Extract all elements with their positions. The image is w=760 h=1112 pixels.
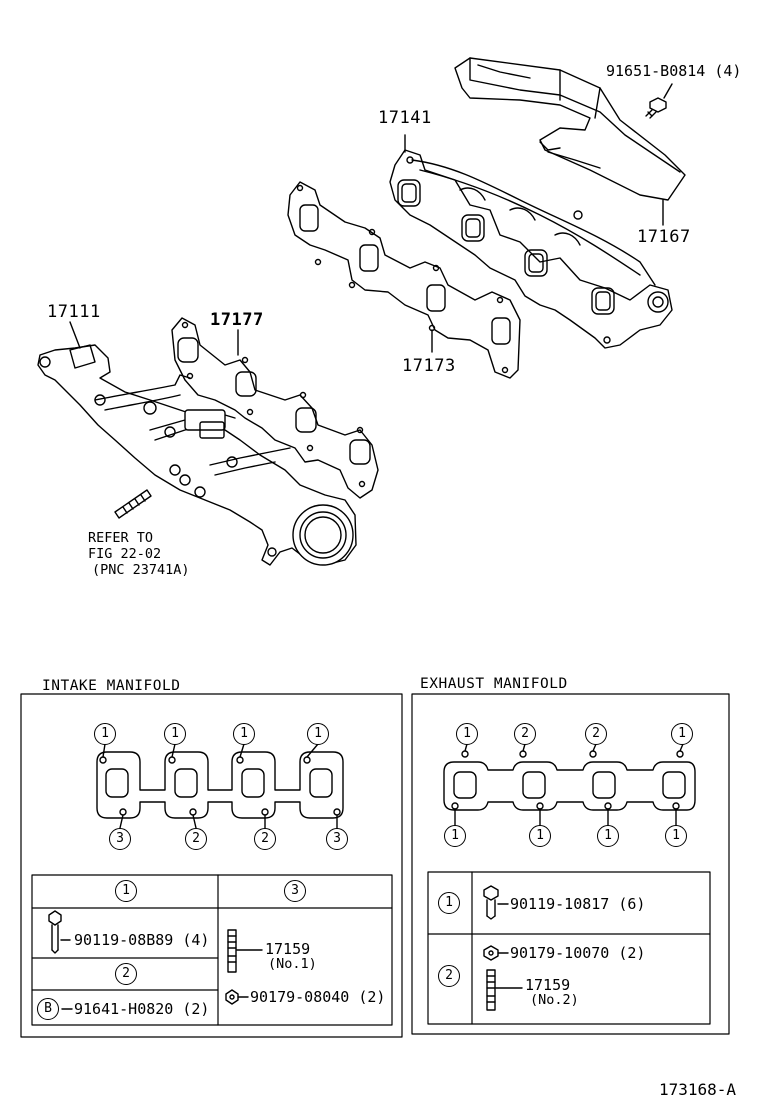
figure-id: 173168-A [658,1080,736,1099]
exhaust-part-17159-note: (No.2) [530,992,579,1008]
intake-badge-b: B [37,998,59,1020]
exhaust-bottom-marker-3: 1 [597,825,619,847]
exhaust-part-90179-10070: 90179-10070 (2) [510,944,646,962]
intake-table-header-3: 3 [284,880,306,902]
exhaust-panel-frame [411,693,730,1035]
bolt-91651-drawing [645,83,673,119]
exhaust-top-marker-1: 1 [456,723,478,745]
intake-part-91641-H0820: 91641-H0820 (2) [74,1000,210,1018]
exhaust-part-17159: 17159 [525,976,571,994]
exhaust-top-marker-3: 2 [585,723,607,745]
stud-17159-no2-icon [486,969,523,1011]
intake-panel-frame [20,693,403,1038]
intake-top-marker-3: 1 [233,723,255,745]
nut-90179-08040-icon [225,989,249,1005]
intake-part-17159-note: (No.1) [268,956,317,972]
nut-90179-10070-icon [483,945,509,961]
callout-17111: 17111 [47,302,101,322]
intake-panel-title: INTAKE MANIFOLD [42,678,181,694]
callout-17173: 17173 [402,356,456,376]
callout-17141: 17141 [378,108,432,128]
exhaust-bottom-marker-1: 1 [444,825,466,847]
callout-17177: 17177 [210,310,264,330]
exhaust-table-marker-1: 1 [438,892,460,914]
stud-17159-no1-icon [227,929,263,973]
refer-note-line3: (PNC 23741A) [92,562,190,578]
exhaust-top-marker-4: 1 [671,723,693,745]
bolt-90119-08B89-icon [48,910,71,954]
heat-insulator-drawing [454,57,686,226]
exhaust-gasket-drawing [287,181,521,379]
intake-manifold-drawing [37,321,357,566]
exhaust-gasket-plan [443,743,696,826]
intake-gasket-plan [96,743,344,829]
exhaust-table [427,871,711,1025]
intake-bottom-marker-3: 2 [254,828,276,850]
intake-table [31,874,393,1026]
intake-bottom-marker-4: 3 [326,828,348,850]
exhaust-manifold-drawing [389,134,673,349]
intake-gasket-drawing [171,317,379,499]
exhaust-panel-title: EXHAUST MANIFOLD [420,676,568,692]
intake-top-marker-1: 1 [94,723,116,745]
intake-bottom-marker-1: 3 [109,828,131,850]
refer-note-line1: REFER TO [88,530,154,546]
stud-drawing [114,489,152,519]
intake-part-17159: 17159 [265,940,311,958]
exhaust-part-90119-10817: 90119-10817 (6) [510,895,646,913]
intake-table-header-2: 2 [115,963,137,985]
exhaust-bottom-marker-2: 1 [529,825,551,847]
intake-part-90119-08B89: 90119-08B89 (4) [74,931,210,949]
refer-note-line2: FIG 22-02 [88,546,162,562]
callout-91651-bolt: 91651-B0814 (4) [606,62,742,80]
intake-bottom-marker-2: 2 [185,828,207,850]
callout-17167: 17167 [637,227,691,247]
exhaust-top-marker-2: 2 [514,723,536,745]
exhaust-bottom-marker-4: 1 [665,825,687,847]
intake-top-marker-4: 1 [307,723,329,745]
intake-top-marker-2: 1 [164,723,186,745]
intake-part-90179-08040: 90179-08040 (2) [250,988,386,1006]
intake-table-header-1: 1 [115,880,137,902]
bolt-90119-10817-icon [483,885,509,920]
exhaust-table-marker-2: 2 [438,965,460,987]
